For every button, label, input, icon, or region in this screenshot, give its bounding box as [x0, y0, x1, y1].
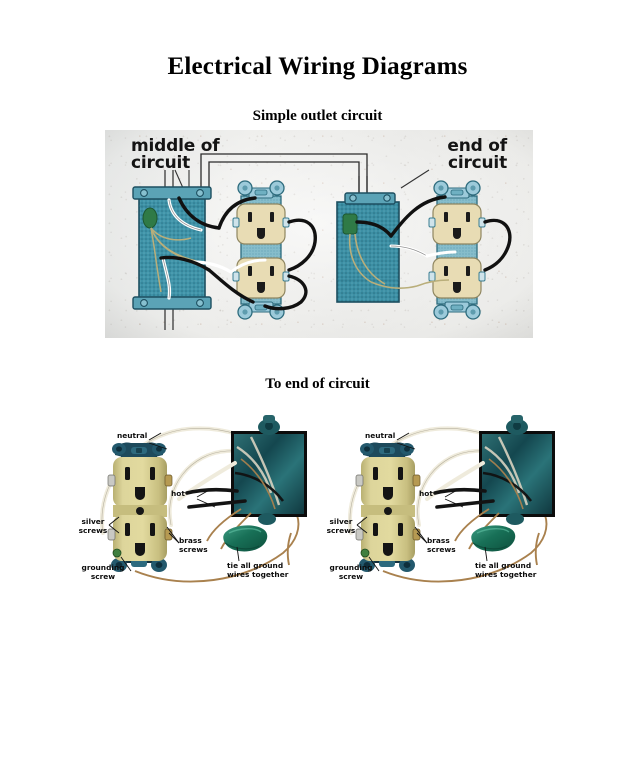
figure-2-drawing	[99, 415, 555, 583]
wire-nut-green-left-photo	[223, 525, 268, 552]
receptacle-right	[389, 180, 512, 320]
section-2-heading: To end of circuit	[265, 376, 370, 393]
label-leaders-right	[356, 432, 488, 572]
section-1-heading: Simple outlet circuit	[252, 108, 383, 125]
panel-left	[99, 415, 307, 583]
electrical-box-right-photo	[479, 415, 555, 525]
hot-wires-right	[355, 220, 393, 238]
yoke-top-right-photo	[360, 442, 414, 457]
yoke-top-right	[433, 180, 481, 199]
yoke-top-left	[237, 180, 285, 199]
page-title: Electrical Wiring Diagrams	[167, 52, 468, 80]
yoke-bottom-right	[433, 301, 481, 320]
yoke-bottom-left	[237, 301, 285, 320]
label-grounding-screw-left: grounding screw	[81, 563, 125, 582]
receptacle-left	[207, 180, 317, 320]
figure-1-drawing	[132, 153, 512, 330]
silver-screws-left	[107, 474, 116, 541]
label-brass-screws-right: brass screws	[427, 536, 456, 555]
terminal-screws-left	[232, 217, 290, 282]
ground-wire-loop-left	[134, 514, 300, 583]
receptacle-wires-left	[207, 196, 317, 311]
electrical-box-right	[336, 192, 400, 303]
label-ground-tie-left: tie all ground wires together	[227, 561, 289, 580]
receptacle-wires-right	[389, 195, 512, 272]
figure-simple-outlet-circuit: middle of circuit end of circuit	[105, 130, 533, 338]
middle-of-circuit-assembly	[132, 170, 233, 330]
ground-wires-right	[348, 233, 418, 289]
wire-nut-green-right	[342, 213, 358, 235]
end-of-circuit-assembly	[336, 176, 429, 303]
grounding-screw-right	[360, 548, 370, 558]
wire-nut-green-left	[142, 207, 158, 229]
outlet-upper-left-photo	[113, 457, 167, 507]
outlet-lower-right	[432, 257, 482, 299]
label-middle-of-circuit: middle of circuit	[131, 136, 220, 174]
receptacle-neutral-left	[229, 258, 267, 274]
outlet-lower-left	[236, 257, 286, 299]
label-leaders-left	[108, 432, 240, 572]
circuit-run-wires	[200, 153, 368, 200]
label-leaders	[174, 169, 430, 189]
panel-right	[347, 415, 555, 583]
label-brass-screws-left: brass screws	[179, 536, 208, 555]
ground-wire-loop-right	[382, 514, 548, 583]
label-silver-screws-right: silver screws	[326, 517, 356, 536]
receptacle-left-photo	[107, 442, 173, 572]
label-grounding-screw-right: grounding screw	[329, 563, 373, 582]
yoke-top-left-photo	[112, 442, 166, 457]
label-silver-screws-left: silver screws	[78, 517, 108, 536]
electrical-box-left-photo	[231, 415, 307, 525]
electrical-box-left	[132, 186, 212, 310]
wire-nut-green-right-photo	[471, 525, 516, 552]
receptacle-right-photo	[355, 442, 421, 572]
outlet-upper-right-photo	[361, 457, 415, 507]
figure-to-end-of-circuit: neutral hot silver screws brass screws g…	[75, 413, 571, 593]
hot-wires-left	[159, 196, 221, 272]
outlet-upper-right	[432, 203, 482, 245]
label-hot-left: hot	[171, 489, 185, 498]
outlet-upper-left	[236, 203, 286, 245]
label-neutral-left: neutral	[117, 431, 148, 440]
brass-screws-left	[164, 474, 173, 541]
silver-screws-right	[355, 474, 364, 541]
grounding-screw-left	[112, 548, 122, 558]
label-neutral-right: neutral	[365, 431, 396, 440]
label-ground-tie-right: tie all ground wires together	[475, 561, 537, 580]
label-end-of-circuit: end of circuit	[447, 136, 507, 174]
outlet-lower-right-photo	[361, 515, 415, 561]
outlet-lower-left-photo	[113, 515, 167, 561]
label-hot-right: hot	[419, 489, 433, 498]
